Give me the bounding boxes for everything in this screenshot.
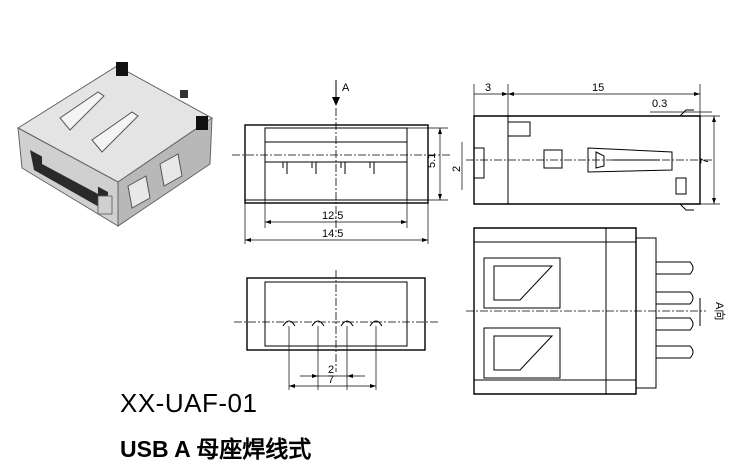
part-description: USB A 母座焊线式 [120, 436, 312, 462]
dim-width-outer: 14.5 [322, 228, 343, 240]
top-view: A向 [466, 227, 727, 395]
dim-height-inner: 5.1 [426, 153, 438, 168]
side-view: 3 15 0.3 7 [466, 82, 720, 211]
dim-pitch: 2 [328, 364, 334, 376]
view-arrow-label: A [342, 82, 350, 94]
bottom-view: 2 7 [234, 270, 440, 390]
dim-left: 3 [485, 82, 491, 94]
front-view: A 12.5 14.5 5.1 2 [232, 80, 463, 244]
usb-connector-photo [17, 62, 213, 227]
dim-height: 7 [699, 158, 711, 164]
dim-offset: 2 [451, 166, 463, 172]
part-number: XX-UAF-01 [120, 388, 258, 418]
dim-small: 0.3 [652, 98, 667, 110]
view-direction-label: A向 [713, 302, 727, 320]
dim-length: 15 [592, 82, 604, 94]
dim-width-inner: 12.5 [322, 210, 343, 222]
dim-span: 7 [328, 374, 334, 386]
